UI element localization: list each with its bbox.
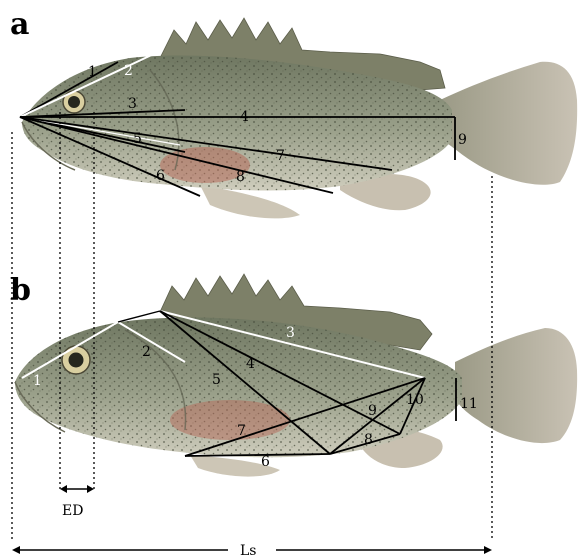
a-label-6: 6: [156, 168, 165, 184]
a-label-9: 9: [458, 132, 467, 148]
b-label-5: 5: [212, 372, 221, 388]
b-label-9: 9: [368, 403, 377, 419]
b-label-2: 2: [142, 344, 151, 360]
a-label-5: 5: [133, 131, 142, 147]
b-label-4: 4: [246, 356, 255, 372]
panel-label-b: b: [10, 273, 31, 308]
fish-a-tail: [440, 62, 577, 185]
eye-diameter-label: ED: [62, 503, 83, 519]
b-label-8: 8: [364, 432, 373, 448]
b-label-10: 10: [406, 392, 424, 408]
fish-b: [15, 274, 577, 477]
panel-label-a: a: [10, 7, 29, 42]
a-label-4: 4: [240, 109, 249, 125]
b-label-1: 1: [33, 373, 42, 389]
a-label-7: 7: [276, 148, 285, 164]
a-label-2: 2: [124, 63, 133, 79]
eye-diameter-marker: ED: [60, 485, 94, 519]
standard-length-label: Ls: [240, 543, 256, 558]
b-label-7: 7: [237, 423, 246, 439]
b-label-6: 6: [261, 454, 270, 470]
standard-length-marker: Ls: [12, 543, 492, 558]
b-label-11: 11: [460, 396, 478, 412]
fish-a: [22, 18, 577, 218]
b-label-3: 3: [286, 325, 295, 341]
fish-b-tail: [455, 328, 577, 443]
a-label-1: 1: [88, 64, 97, 80]
a-label-8: 8: [236, 169, 245, 185]
a-label-3: 3: [128, 96, 137, 112]
